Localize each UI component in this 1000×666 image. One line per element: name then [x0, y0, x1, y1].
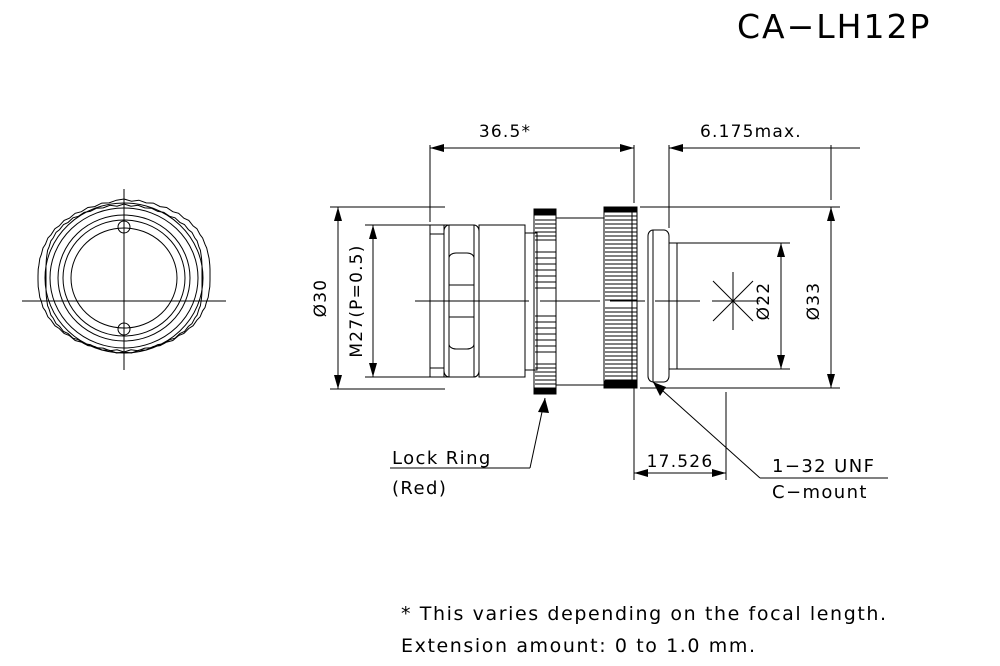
side-view — [415, 206, 760, 395]
leader-c-mount — [652, 381, 761, 479]
dim-label-length-body: 36.5* — [479, 122, 531, 142]
note-line-1: * This varies depending on the focal len… — [401, 603, 888, 625]
callout-mount-type: C−mount — [772, 482, 868, 503]
dim-label-thread-front: M27(P=0.5) — [347, 244, 367, 357]
front-view — [22, 189, 226, 370]
side-view-knurled-focus-ring — [603, 206, 638, 389]
callout-lock-ring-line2: (Red) — [392, 478, 447, 499]
dim-label-outer-diameter: Ø30 — [311, 279, 331, 318]
image-plane-star-marker — [712, 272, 754, 330]
page-title: CA−LH12P — [737, 7, 931, 46]
side-view-c-mount-flange — [647, 229, 678, 383]
dim-label-aperture-diameter: Ø22 — [754, 282, 774, 321]
side-view-lock-ring — [533, 208, 557, 395]
front-view-centerlines — [22, 189, 226, 370]
dim-label-flange-back-focus: 17.526 — [647, 452, 714, 472]
callout-lock-ring-line1: Lock Ring — [392, 448, 492, 469]
dimension-annotations — [330, 144, 860, 480]
dim-label-ring-diameter: Ø33 — [804, 282, 824, 321]
dim-label-length-mount-max: 6.175max. — [700, 122, 802, 142]
note-line-2: Extension amount: 0 to 1.0 mm. — [401, 635, 757, 657]
leader-lines — [390, 381, 888, 479]
callout-mount-thread: 1−32 UNF — [772, 456, 875, 477]
